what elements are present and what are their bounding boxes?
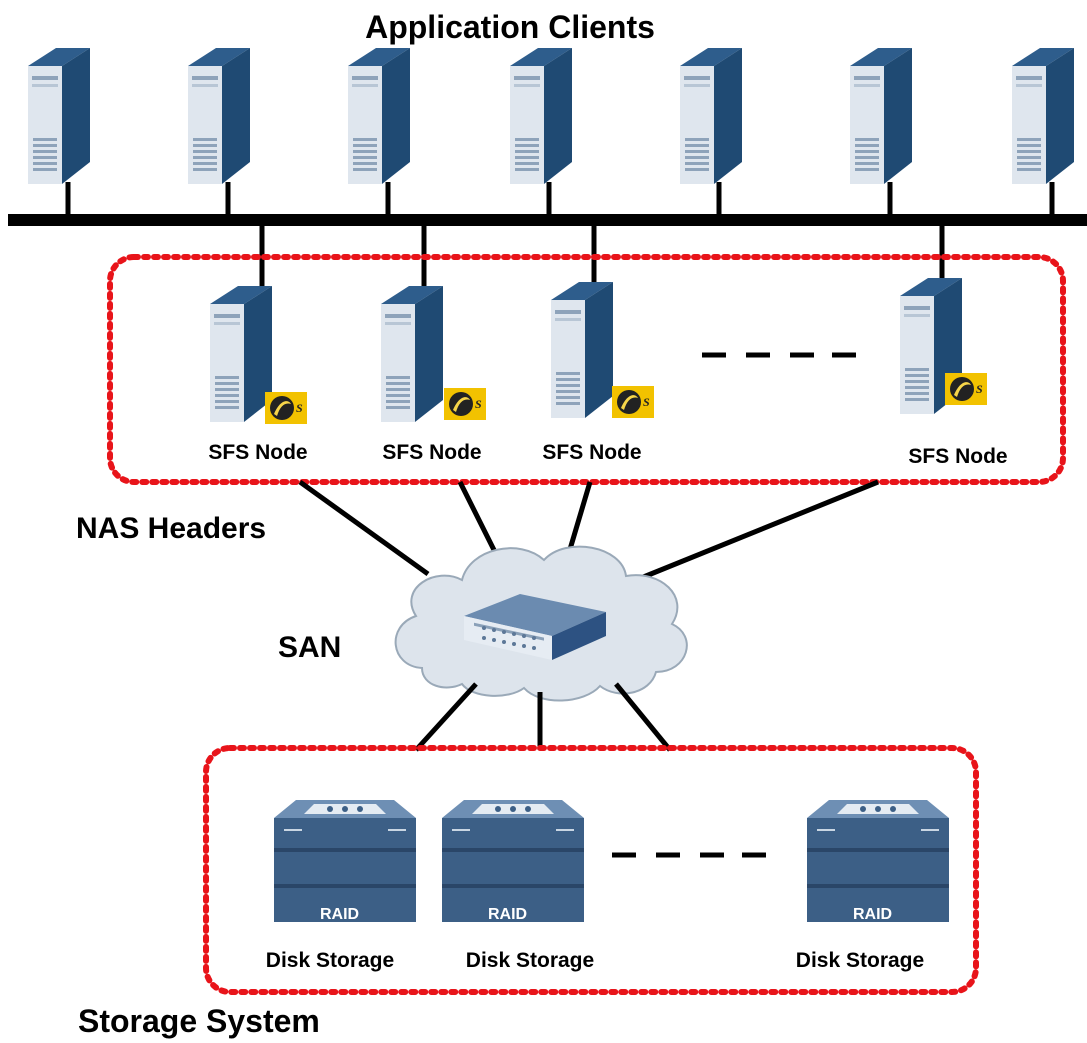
- raid-storage-icon: [806, 799, 950, 923]
- raid-badge-1: RAID: [320, 906, 359, 923]
- sfs-node-label-2: SFS Node: [382, 441, 481, 464]
- sfs-node-2: [381, 286, 486, 422]
- san-label: SAN: [278, 631, 341, 664]
- nas-headers-label: NAS Headers: [76, 512, 266, 545]
- client-server-icon-7: [1012, 48, 1074, 184]
- diagram-title: Application Clients: [365, 9, 655, 45]
- sfs-server-icon: [210, 286, 272, 422]
- client-server-icon-5: [680, 48, 742, 184]
- raid-badge-2: RAID: [488, 906, 527, 923]
- disk-storage-1: RAID: [273, 799, 417, 923]
- sfs-logo-icon: [444, 388, 486, 420]
- sfs-logo-icon: [612, 386, 654, 418]
- sfs-server-icon: [381, 286, 443, 422]
- client-server-icon-6: [850, 48, 912, 184]
- network-bus-line: [8, 214, 1087, 226]
- sfs-node-label-3: SFS Node: [542, 441, 641, 464]
- sfs-node-label-4: SFS Node: [908, 445, 1007, 468]
- client-server-icon-1: [28, 48, 90, 184]
- disk-storage-3: RAID: [806, 799, 950, 923]
- raid-storage-icon: [273, 799, 417, 923]
- sfs-node-1: [210, 286, 307, 424]
- disk-storage-label-1: Disk Storage: [266, 949, 394, 972]
- client-server-icon-2: [188, 48, 250, 184]
- nas-headers-group: [107, 254, 1066, 485]
- nas-san-links: [298, 479, 879, 583]
- network-switch-icon: [464, 594, 606, 660]
- raid-storage-icon: [441, 799, 585, 923]
- storage-system-label: Storage System: [78, 1003, 320, 1039]
- sfs-node-3: [551, 282, 654, 418]
- sfs-node-label-1: SFS Node: [208, 441, 307, 464]
- disk-storage-label-2: Disk Storage: [466, 949, 594, 972]
- raid-badge-3: RAID: [853, 906, 892, 923]
- sfs-server-icon: [551, 282, 613, 418]
- client-server-icon-4: [510, 48, 572, 184]
- sfs-logo-icon: [265, 392, 307, 424]
- storage-system-group: [203, 745, 979, 995]
- sfs-logo-icon: [945, 373, 987, 405]
- client-connectors: [65, 182, 1055, 214]
- san-storage-links: [414, 682, 672, 752]
- client-server-icon-3: [348, 48, 410, 184]
- disk-storage-2: RAID: [441, 799, 585, 923]
- disk-storage-label-3: Disk Storage: [796, 949, 924, 972]
- sfs-node-4: [900, 278, 987, 414]
